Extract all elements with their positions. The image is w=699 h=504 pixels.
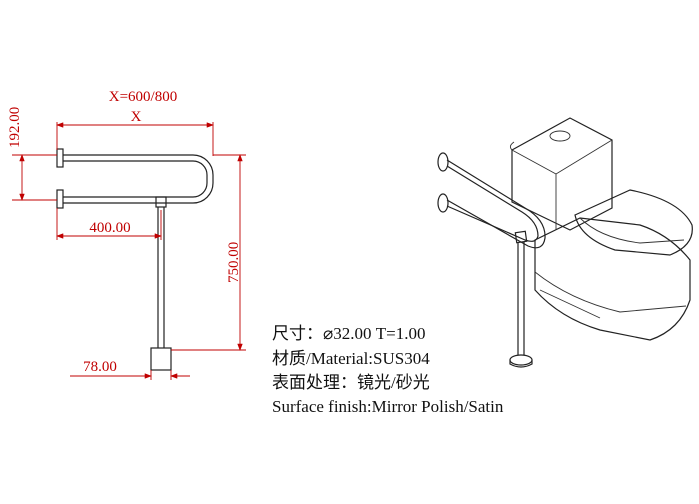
grab-bar-installed	[437, 152, 546, 368]
spec-finish-cn: 表面处理：镜光/砂光	[272, 373, 430, 392]
rail-inner-edge	[63, 160, 208, 198]
iso-rail-inner	[446, 165, 539, 242]
floor-base	[150, 347, 172, 371]
wall-flange-upper	[56, 148, 64, 168]
spec-size: 尺寸：⌀32.00 T=1.00	[272, 324, 425, 343]
spec-finish-en: Surface finish:Mirror Polish/Satin	[272, 397, 504, 416]
toilet-bowl	[534, 217, 691, 341]
base-size-label: 78.00	[83, 359, 117, 375]
toilet-tank	[511, 117, 613, 231]
iso-flange-upper	[437, 152, 449, 172]
leg-position-label: 400.00	[89, 220, 130, 236]
iso-flange-lower	[437, 193, 449, 213]
width-options-label: X=600/800	[109, 89, 177, 105]
flush-button-icon	[549, 130, 571, 142]
width-symbol-label: X	[131, 109, 142, 125]
iso-rail-outer	[446, 159, 546, 249]
grab-bar-elevation	[56, 148, 214, 371]
toilet-illustration	[509, 117, 693, 341]
wall-flange-lower	[56, 189, 64, 209]
height-label: 750.00	[226, 242, 242, 283]
top-offset-label: 192.00	[7, 107, 23, 148]
toilet-seat-lid	[574, 189, 693, 256]
iso-leg-joint	[514, 230, 528, 244]
dimension-lines: X=600/800 X 192.00 750.00 400.00 78.00	[7, 89, 246, 380]
iso-floor-base	[509, 354, 533, 366]
spec-material: 材质/Material:SUS304	[272, 349, 430, 368]
leg-joint	[155, 196, 167, 208]
rail-outer-edge	[63, 154, 214, 204]
specifications: 尺寸：⌀32.00 T=1.00 材质/Material:SUS304 表面处理…	[272, 324, 504, 416]
